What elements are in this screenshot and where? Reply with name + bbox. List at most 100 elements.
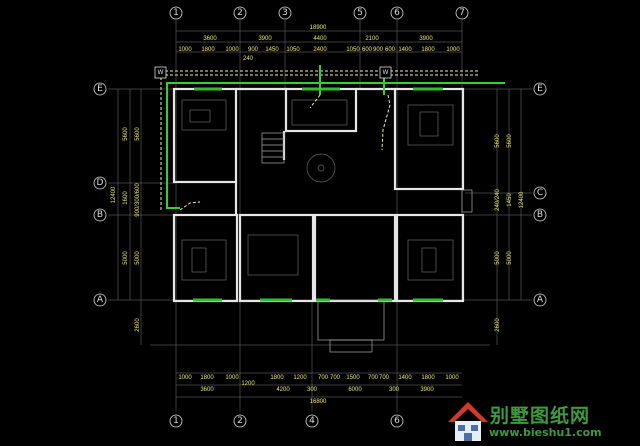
axis-label-right: B: [537, 210, 543, 220]
dimension-text: 1600: [123, 191, 129, 205]
furniture: [181, 99, 454, 281]
dimension-text: 2100: [365, 36, 379, 42]
watermark-logo: [446, 398, 640, 446]
axis-label-bottom: 1: [173, 416, 179, 426]
axis-label-bottom: 4: [309, 416, 315, 426]
dimension-text: 1400: [398, 47, 412, 53]
axis-label-right-circle: [533, 293, 547, 307]
axis-label-right: C: [537, 188, 543, 198]
axis-label-top-circle: [455, 6, 469, 20]
dimension-text: 1200: [241, 381, 255, 387]
dining-table: [306, 153, 336, 183]
dimension-text: 2400: [313, 47, 327, 53]
dimension-text: 1050: [286, 47, 300, 53]
dimension-text: 3600: [200, 387, 214, 393]
dimension-text: 240/240: [495, 189, 501, 211]
axis-label-left-circle: [93, 293, 107, 307]
dimension-text: 1000: [178, 47, 192, 53]
dimension-text: 600: [385, 47, 396, 53]
building-walls: [172, 87, 473, 353]
axis-label-top-circle: [390, 6, 404, 20]
dimension-text: 1000: [225, 47, 239, 53]
dimension-text: 700: [330, 375, 341, 381]
axis-label-top-circle: [233, 6, 247, 20]
dimension-text: 6000: [348, 387, 362, 393]
axis-label-right: A: [537, 295, 544, 305]
dimension-text: 5600: [123, 127, 129, 141]
dimension-text: 5000: [507, 251, 513, 265]
dimension-text: 5600: [495, 134, 501, 148]
dimension-text: 12400: [519, 191, 525, 208]
dimension-text: 12400: [111, 186, 117, 203]
water-meter-left: W: [154, 66, 167, 79]
watermark-url: www.bieshu1.com: [489, 426, 602, 439]
dimension-text: 900/300/600: [135, 183, 141, 217]
axis-label-bottom-circle: [169, 414, 183, 428]
dimension-text: 5600: [135, 127, 141, 141]
dimension-text: 18900: [310, 25, 327, 31]
water-meter-right: W: [379, 66, 392, 79]
dimension-text: 300: [307, 387, 318, 393]
dimension-text: 3900: [420, 387, 434, 393]
dimension-text: 1800: [270, 375, 284, 381]
axis-label-left: E: [97, 84, 103, 94]
dimension-text: 1200: [293, 375, 307, 381]
dimension-text: 1000: [225, 375, 239, 381]
axis-label-bottom-circle: [233, 414, 247, 428]
dimension-text: 1450: [507, 193, 513, 207]
axis-label-right: E: [537, 84, 543, 94]
water-pipes: [160, 65, 505, 212]
axis-label-top: 1: [173, 8, 179, 18]
svg-text:W: W: [158, 69, 164, 76]
axis-label-bottom: 2: [237, 416, 243, 426]
dimension-text: 1800: [421, 47, 435, 53]
axis-label-left-circle: [93, 82, 107, 96]
dimension-text: 700: [379, 375, 390, 381]
dimension-text: 3600: [203, 36, 217, 42]
dimension-text: 1000: [445, 375, 459, 381]
axis-label-right-circle: [533, 82, 547, 96]
axis-label-left: A: [97, 295, 104, 305]
axis-label-left: D: [97, 178, 104, 188]
axis-label-top-circle: [278, 6, 292, 20]
dimension-text: 4200: [276, 387, 290, 393]
axis-label-bottom: 6: [394, 416, 400, 426]
dimension-text: 3900: [258, 36, 272, 42]
axis-label-top-circle: [353, 6, 367, 20]
dimension-text: 1500: [346, 375, 360, 381]
dimension-text: 2600: [135, 318, 141, 332]
dimension-text: 16800: [310, 399, 327, 405]
dimension-text: 2600: [495, 318, 501, 332]
dimension-text: 900: [373, 47, 384, 53]
dimension-text: 1050: [346, 47, 360, 53]
dimension-text: 3900: [419, 36, 433, 42]
axis-label-top: 2: [237, 8, 243, 18]
dimension-text: 700: [368, 375, 379, 381]
dimension-text: 600: [362, 47, 373, 53]
axis-label-left-circle: [93, 176, 107, 190]
axis-label-top-circle: [169, 6, 183, 20]
dimension-text: 4400: [313, 36, 327, 42]
stairs: [261, 132, 285, 164]
dimension-text: 240: [243, 56, 254, 62]
dimension-text: 1800: [421, 375, 435, 381]
axis-label-right-circle: [533, 208, 547, 222]
dimension-text: 1000: [446, 47, 460, 53]
dimension-text: 5000: [135, 251, 141, 265]
axis-label-top: 7: [459, 8, 465, 18]
axis-label-bottom-circle: [305, 414, 319, 428]
axis-label-bottom-circle: [390, 414, 404, 428]
axis-label-left: B: [97, 210, 103, 220]
dimension-labels: 18900 3600 3900 4400 2100 3900 1000 1800 1000 900…: [111, 25, 525, 405]
dimension-text: 1400: [398, 375, 412, 381]
axis-label-top: 6: [394, 8, 400, 18]
dimension-text: 5600: [507, 134, 513, 148]
axis-label-left-circle: [93, 208, 107, 222]
dimension-text: 900: [248, 47, 259, 53]
axis-label-right-circle: [533, 186, 547, 200]
windows: [193, 87, 443, 302]
dimension-text: 300: [389, 387, 400, 393]
house-icon: [448, 402, 488, 441]
